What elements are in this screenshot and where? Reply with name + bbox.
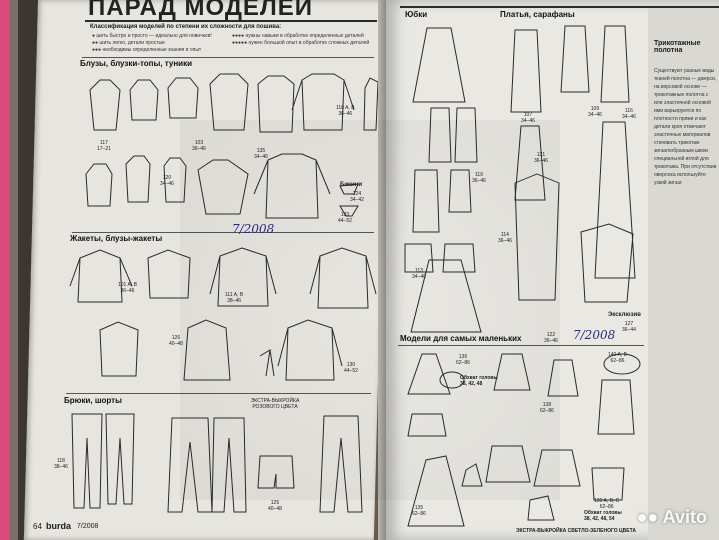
- label-r7: 113 34–46: [412, 268, 426, 280]
- article-line-2: тканей полотна — джерси,: [654, 76, 717, 82]
- skirt-dress-illustrations: [404, 25, 636, 333]
- article-line-4: трикотажные полотна с: [654, 92, 709, 98]
- bikini-label: Бикини: [340, 182, 363, 188]
- article-line-11: зигзагообразным швом: [654, 148, 708, 154]
- handwritten-date-left: 7/2008: [232, 222, 275, 236]
- label-l2: 117 17–21: [97, 140, 111, 152]
- label-l5: 135 34–46: [254, 148, 268, 160]
- label-r11: 136 62–86: [456, 354, 470, 366]
- section-skirts-title: Юбки: [405, 10, 428, 19]
- label-r14: 135 62–86: [412, 505, 426, 517]
- article-title: Трикотажные полотна: [654, 40, 701, 54]
- label-r12: 140 A, B 62–86: [608, 352, 627, 364]
- article-line-5: или эластичной основой: [654, 100, 711, 106]
- section-trousers-title: Брюки, шорты: [64, 396, 122, 405]
- label-r8: 114 36–46: [498, 232, 512, 244]
- label-l6: 124 34–42: [350, 191, 364, 203]
- article-line-13: трикотажа. При отсутствии: [654, 164, 717, 170]
- footer-issue: 7/2008: [77, 523, 99, 530]
- pattern-note-right: ЭКСТРА-ВЫКРОЙКА СВЕТЛО-ЗЕЛЕНОГО ЦВЕТА: [516, 528, 636, 534]
- trouser-illustrations: [71, 413, 363, 513]
- section-rule-kids: [398, 345, 644, 346]
- article-line-14: оверлока используйте: [654, 172, 706, 178]
- label-l9: 120 34–46: [160, 175, 174, 187]
- title-rule: [85, 20, 377, 22]
- article-line-6: ими варьируются по: [654, 108, 702, 114]
- label-r1: 107 34–46: [521, 112, 535, 124]
- section-dresses-title: Платья, сарафаны: [500, 10, 575, 19]
- label-r2: 109 34–46: [588, 106, 602, 118]
- label-l10: 130 44–52: [344, 362, 358, 374]
- legend-line-1: ● шить быстро и просто — идеально для но…: [92, 33, 212, 39]
- label-r13: 138 62–86: [540, 402, 554, 414]
- label-r5: 119 36–46: [472, 172, 486, 184]
- pattern-note-left: ЭКСТРА-ВЫКРОЙКА РОЗОВОГО ЦВЕТА: [250, 398, 300, 410]
- label-l15: 125 40–48: [268, 500, 282, 512]
- label-l3: 103 36–46: [192, 140, 206, 152]
- label-r15: 139 A, B, C 62–86: [594, 498, 620, 510]
- handwritten-date-right: 7/2008: [573, 328, 616, 342]
- section-rule-trousers: [66, 393, 371, 394]
- legend-line-4: ●●●● нужны навыки в обработке определенн…: [232, 33, 364, 39]
- section-rule-jackets: [72, 232, 374, 233]
- right-top-rule: [400, 6, 719, 8]
- label-l14: 118 38–46: [54, 458, 68, 470]
- legend-heading: Классификация моделей по степени их слож…: [90, 24, 282, 30]
- article-line-9: эластичных материалов: [654, 132, 711, 138]
- label-r4: 116 34–46: [622, 108, 636, 120]
- blouse-illustrations-row1: [89, 73, 379, 133]
- label-l12: 111 A, B 38–46: [225, 292, 244, 304]
- section-rule: [82, 57, 374, 58]
- kids-illustrations: [407, 353, 641, 527]
- article-line-1: Существуют разные виды: [654, 68, 715, 74]
- avito-logo-icon: ●●: [636, 507, 659, 527]
- label-l1: 118 A, B 36–46: [336, 105, 355, 117]
- section-jackets-title: Жакеты, блузы-жакеты: [70, 234, 163, 243]
- page-title: ПАРАД МОДЕЛЕЙ: [88, 0, 314, 21]
- article-column: [648, 8, 719, 540]
- article-line-3: на ворсовой основе —: [654, 84, 707, 90]
- hat-size-note-1: Обхват головы 38, 42, 48: [460, 375, 498, 387]
- label-l13: 126 40–48: [169, 335, 183, 347]
- article-line-15: узкий зигзаг.: [654, 180, 683, 186]
- legend-line-5: ●●●●● нужен большой опыт в обработке сло…: [232, 40, 370, 46]
- label-r10: 127 36–44: [622, 321, 636, 333]
- exclusive-label: Эксклюзив: [608, 312, 641, 318]
- article-line-10: стачивать трикотаж: [654, 140, 700, 146]
- article-line-12: специальной иглой для: [654, 156, 709, 162]
- avito-watermark: ●● Avito: [636, 507, 707, 527]
- section-blouses-title: Блузы, блузки-топы, туники: [80, 59, 192, 68]
- article-line-8: детали кроя отмечают: [654, 124, 706, 130]
- blouse-illustrations-row2: [85, 153, 359, 219]
- legend-line-2: ●● шить легко, детали простые: [92, 40, 165, 46]
- label-r6: 121 36–46: [534, 152, 548, 164]
- footer-brand: burda: [46, 521, 72, 531]
- section-kids-title: Модели для самых маленьких: [400, 334, 522, 343]
- footer-page-number: 64: [33, 522, 42, 531]
- label-l7: 133 44–52: [338, 212, 352, 224]
- jacket-illustrations: [69, 247, 377, 381]
- label-r9: 122 36–46: [544, 332, 558, 344]
- article-line-7: плотности пряжи и как: [654, 116, 707, 122]
- hat-size-note-2: Обхват головы 38, 42, 48, 54: [584, 510, 622, 522]
- legend-line-3: ●●● необходимы определенные знания и опы…: [92, 47, 202, 53]
- label-l11: 101 A, B 36–46: [118, 282, 137, 294]
